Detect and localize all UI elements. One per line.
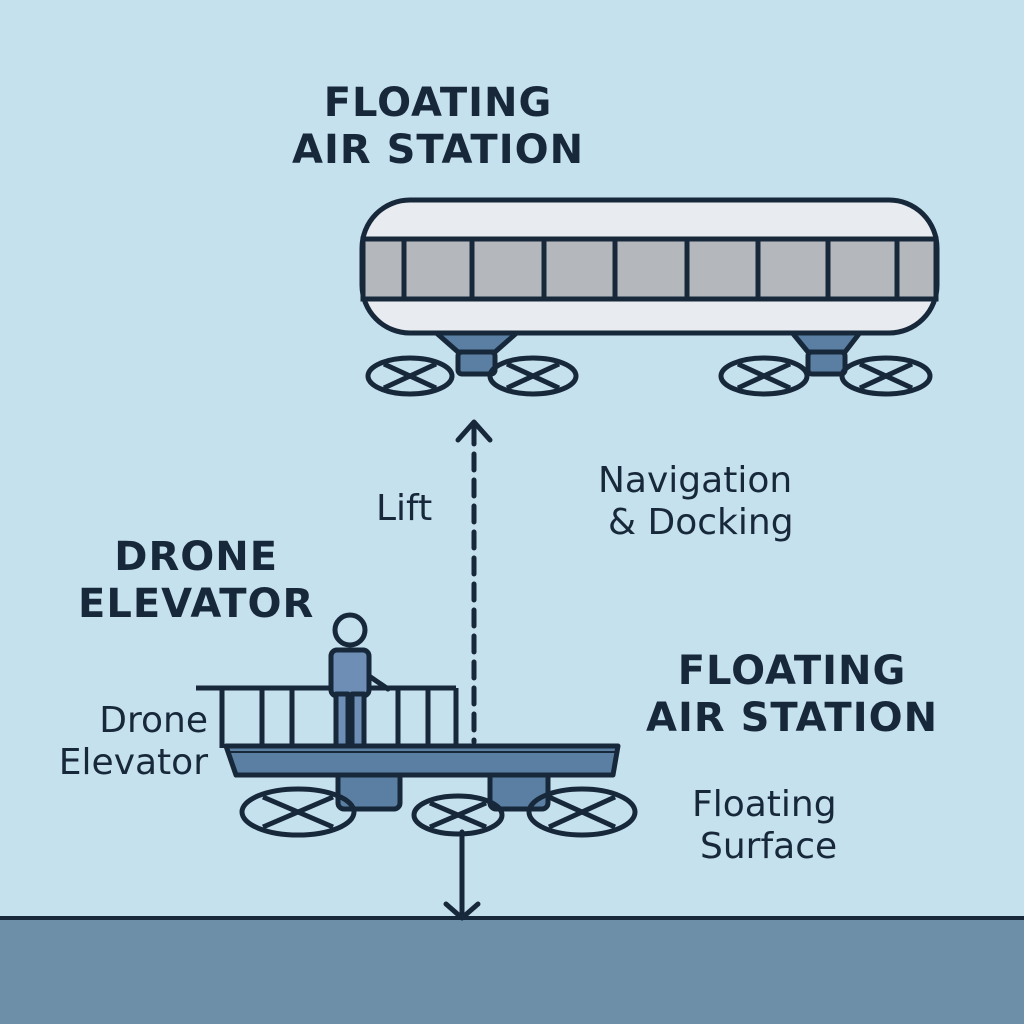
ground bbox=[0, 918, 1024, 1024]
station-window-dividers bbox=[401, 239, 900, 299]
label-navigation-docking: Navigation & Docking bbox=[598, 460, 794, 545]
label-line: Elevator bbox=[58, 742, 208, 784]
platform-deck bbox=[223, 743, 621, 778]
rotor-bottom-1 bbox=[239, 786, 357, 838]
rotor-bottom-2 bbox=[411, 793, 505, 837]
title-line: AIR STATION bbox=[646, 695, 939, 742]
label-line: Drone bbox=[99, 700, 208, 741]
station-window-band bbox=[360, 236, 939, 302]
title-line: FLOATING bbox=[677, 648, 907, 694]
title-drone-elevator: DRONE ELEVATOR bbox=[78, 534, 314, 628]
ground-arrow bbox=[443, 829, 481, 921]
title-line: ELEVATOR bbox=[78, 581, 315, 628]
title-line: FLOATING bbox=[323, 80, 553, 126]
title-line: DRONE bbox=[114, 534, 279, 580]
label-line: Navigation bbox=[598, 460, 793, 501]
rotor-top-3 bbox=[718, 355, 810, 397]
person-figure bbox=[328, 612, 391, 751]
title-floating-air-station-bottom: FLOATING AIR STATION bbox=[646, 648, 938, 742]
label-drone-elevator: Drone Elevator bbox=[58, 700, 208, 785]
platform-railing bbox=[196, 685, 459, 748]
rotor-top-2 bbox=[487, 355, 579, 397]
floating-air-station-top bbox=[359, 197, 940, 397]
lift-arrow bbox=[455, 419, 493, 745]
label-line: Floating bbox=[692, 784, 837, 825]
title-floating-air-station-top: FLOATING AIR STATION bbox=[292, 80, 584, 174]
rotor-top-1 bbox=[365, 355, 455, 397]
label-line: Surface bbox=[700, 826, 838, 868]
rotor-top-4 bbox=[839, 355, 933, 397]
drone-elevator-platform bbox=[196, 612, 638, 838]
label-line: & Docking bbox=[608, 502, 794, 544]
label-lift: Lift bbox=[376, 488, 433, 529]
label-floating-surface: Floating Surface bbox=[692, 784, 837, 869]
rotor-bottom-3 bbox=[526, 786, 638, 838]
title-line: AIR STATION bbox=[292, 127, 585, 174]
